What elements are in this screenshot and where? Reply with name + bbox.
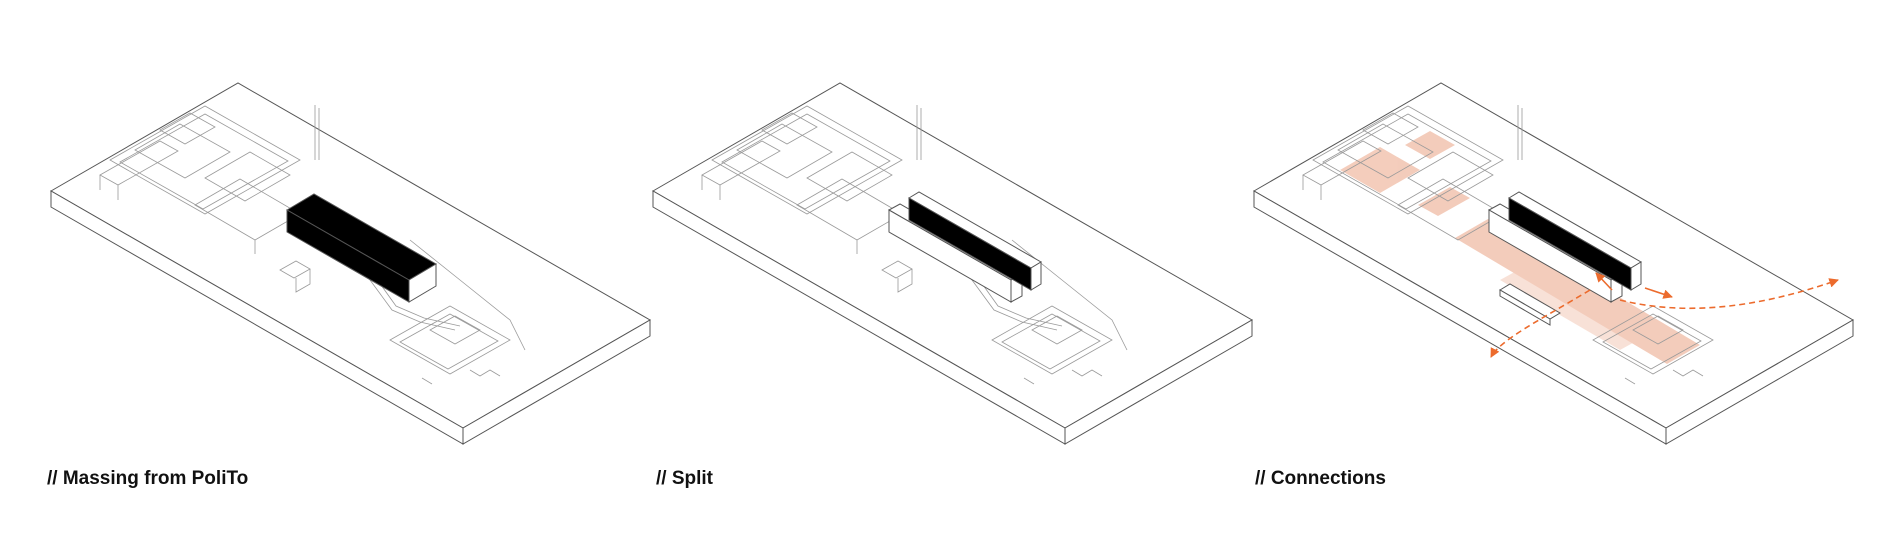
panel-caption-split: // Split <box>656 468 713 490</box>
panel-split <box>653 83 1252 444</box>
panel-massing <box>51 83 650 444</box>
panel-caption-massing: // Massing from PoliTo <box>47 468 248 490</box>
panel-caption-connections: // Connections <box>1255 468 1386 490</box>
panel-connections <box>1254 83 1853 444</box>
